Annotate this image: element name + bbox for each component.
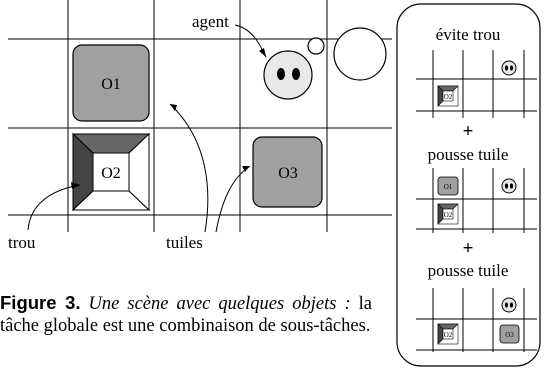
- trou-arrow: [27, 184, 81, 231]
- tile-o3-label: O3: [278, 165, 298, 182]
- trou-label: trou: [8, 233, 36, 252]
- panel-plus-2: +: [463, 238, 474, 259]
- mini-hole-3-label: O2: [444, 331, 453, 339]
- tuiles-label: tuiles: [166, 233, 203, 252]
- mini-tile-o1-label: O1: [444, 183, 453, 191]
- hole-o2-label: O2: [101, 165, 121, 182]
- mini-tile-o1: [437, 176, 459, 196]
- mini-grid-3: [416, 288, 537, 352]
- tile-o1: [72, 44, 150, 122]
- thought-bubble-large: [333, 27, 387, 81]
- caption-italic-text: Une scène avec quelques objets :: [88, 294, 351, 314]
- tuiles-arrow-o3: [215, 165, 251, 233]
- tile-o3: [252, 136, 323, 208]
- hole-o2: [71, 132, 151, 212]
- caption-figure-label: Figure 3.: [0, 292, 81, 313]
- mini-hole-3: [437, 323, 459, 345]
- mini-grid-1: [416, 50, 537, 118]
- agent-face: [263, 50, 313, 100]
- panel-step2-label: pousse tuile: [428, 145, 509, 164]
- main-grid: [8, 0, 392, 232]
- mini-hole-1: [437, 85, 459, 107]
- mini-hole-2-label: O2: [444, 211, 453, 219]
- agent-label: agent: [192, 12, 229, 31]
- mini-hole-2: [437, 203, 459, 225]
- mini-agent-2: [501, 178, 517, 194]
- mini-tile-o3: [499, 324, 520, 344]
- figure-caption: Figure 3. Une scène avec quelques objets…: [0, 292, 372, 337]
- thought-bubble-small: [307, 37, 325, 55]
- tile-o1-label: O1: [101, 76, 121, 93]
- mini-agent-1: [501, 60, 517, 76]
- panel-step3-label: pousse tuile: [428, 261, 509, 280]
- mini-grid-2: [416, 168, 537, 233]
- task-panel: [396, 3, 541, 367]
- caption-body-text: la tâche globale est une combinaison de …: [0, 294, 372, 336]
- arrowheads: [71, 48, 266, 189]
- mini-tile-o3-label: O3: [505, 331, 514, 339]
- mini-hole-1-label: O2: [444, 93, 453, 101]
- panel-plus-1: +: [463, 121, 474, 142]
- panel-step1-label: évite trou: [436, 25, 501, 44]
- tuiles-arrow-o1: [169, 103, 209, 233]
- mini-agent-3: [501, 297, 517, 313]
